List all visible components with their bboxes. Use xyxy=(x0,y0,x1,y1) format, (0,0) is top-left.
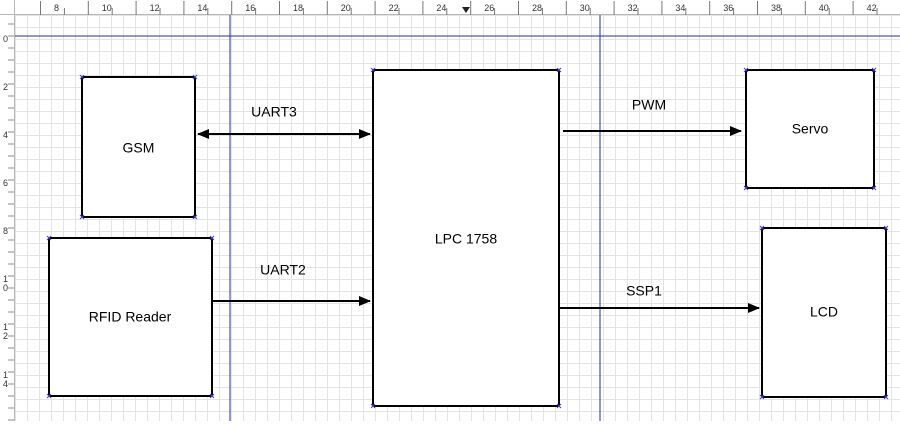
connection-point-icon xyxy=(871,67,877,73)
top-ruler-label: 28 xyxy=(532,3,542,13)
drawing-canvas[interactable]: GSM RFID Reader LPC 1758 Servo LCD xyxy=(15,15,900,421)
left-ruler-label: 8 xyxy=(3,226,8,236)
connection-point-icon xyxy=(883,394,889,400)
connection-point-icon xyxy=(556,403,562,409)
top-ruler-label: 8 xyxy=(54,3,59,13)
top-ruler-label: 16 xyxy=(245,3,255,13)
top-ruler-label: 32 xyxy=(628,3,638,13)
left-ruler-label: 6 xyxy=(3,178,8,188)
lcd-block[interactable]: LCD xyxy=(761,227,887,398)
lcd-label: LCD xyxy=(810,304,838,320)
connection-point-icon xyxy=(79,214,85,220)
left-ruler-label: 2 xyxy=(3,82,8,92)
connection-point-icon xyxy=(209,235,215,241)
left-ruler-label: 0 xyxy=(3,34,8,44)
connection-point-icon xyxy=(759,394,765,400)
left-ruler-label: 0 xyxy=(3,283,8,293)
top-ruler-label: 26 xyxy=(484,3,494,13)
left-ruler-label: 1 xyxy=(3,322,8,332)
top-ruler-label: 20 xyxy=(341,3,351,13)
top-ruler-label: 36 xyxy=(723,3,733,13)
lpc-1758-block[interactable]: LPC 1758 xyxy=(372,69,560,407)
left-ruler-label: 1 xyxy=(3,274,8,284)
horizontal-ruler[interactable]: 8 10 12 14 16 18 20 22 24 26 28 30 32 34 36 38 40 42 xyxy=(0,0,900,15)
connection-point-icon xyxy=(192,74,198,80)
connection-point-icon xyxy=(883,225,889,231)
top-ruler-label: 18 xyxy=(293,3,303,13)
rfid-reader-label: RFID Reader xyxy=(89,309,172,325)
ssp1-label: SSP1 xyxy=(626,283,662,299)
connection-point-icon xyxy=(871,185,877,191)
ruler-indicator-icon xyxy=(462,7,470,13)
connection-point-icon xyxy=(759,225,765,231)
lpc-1758-label: LPC 1758 xyxy=(435,231,497,247)
left-ruler-label: 4 xyxy=(3,130,8,140)
block-diagram: GSM RFID Reader LPC 1758 Servo LCD xyxy=(15,15,900,421)
connection-point-icon xyxy=(370,67,376,73)
connection-point-icon xyxy=(370,403,376,409)
connection-point-icon xyxy=(46,235,52,241)
top-ruler-label: 30 xyxy=(580,3,590,13)
uart3-label: UART3 xyxy=(251,104,297,120)
connection-point-icon xyxy=(79,74,85,80)
gsm-block[interactable]: GSM xyxy=(81,76,196,218)
connection-point-icon xyxy=(46,393,52,399)
pwm-label: PWM xyxy=(632,97,666,113)
connection-point-icon xyxy=(743,67,749,73)
left-ruler-label: 1 xyxy=(3,370,8,380)
top-ruler-label: 22 xyxy=(389,3,399,13)
top-ruler-label: 24 xyxy=(436,3,446,13)
connection-handles xyxy=(46,67,889,409)
connection-point-icon xyxy=(209,393,215,399)
connection-point-icon xyxy=(556,67,562,73)
connection-point-icon xyxy=(743,185,749,191)
left-ruler-label: 4 xyxy=(3,379,8,389)
top-ruler-label: 10 xyxy=(102,3,112,13)
left-ruler-label: 2 xyxy=(3,331,8,341)
top-ruler-label: 42 xyxy=(867,3,877,13)
top-ruler-label: 12 xyxy=(150,3,160,13)
top-ruler-label: 40 xyxy=(819,3,829,13)
servo-label: Servo xyxy=(792,121,829,137)
rfid-reader-block[interactable]: RFID Reader xyxy=(48,237,213,397)
servo-block[interactable]: Servo xyxy=(745,69,875,189)
top-ruler-label: 14 xyxy=(197,3,207,13)
uart2-label: UART2 xyxy=(260,262,306,278)
connection-point-icon xyxy=(192,214,198,220)
top-ruler-label: 38 xyxy=(771,3,781,13)
top-ruler-label: 34 xyxy=(675,3,685,13)
gsm-label: GSM xyxy=(123,140,155,156)
ruler-corner xyxy=(0,0,15,15)
